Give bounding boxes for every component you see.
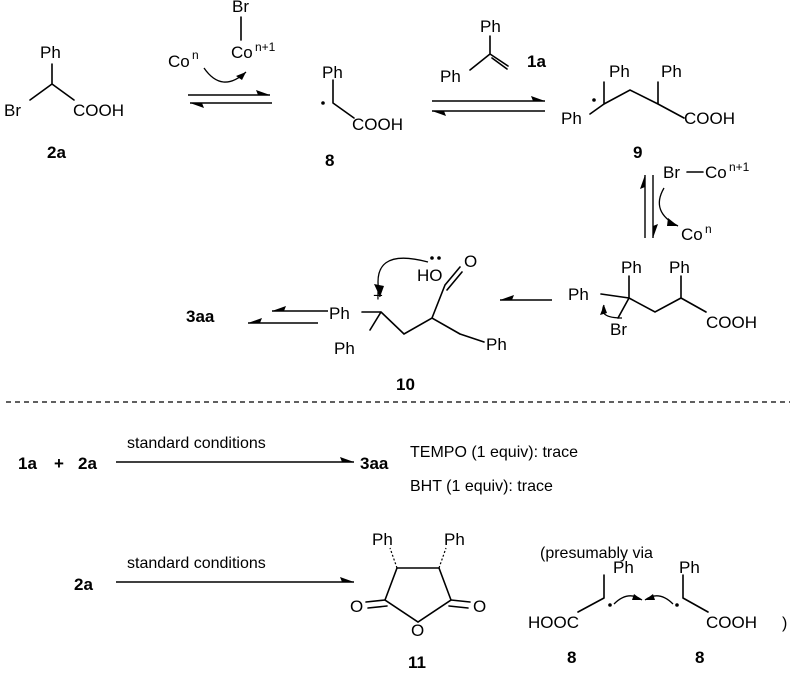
compound-number-8: 8 xyxy=(567,648,576,667)
co-label: Co xyxy=(168,52,190,71)
compound-number-11: 11 xyxy=(408,653,426,672)
product-3aa: 3aa xyxy=(360,454,389,473)
compound-number-8: 8 xyxy=(695,648,704,667)
ph-label: Ph xyxy=(486,335,507,354)
compound-number-9: 9 xyxy=(633,143,642,162)
compound-1a: Ph Ph 1a xyxy=(440,17,546,86)
ph-label: Ph xyxy=(444,530,465,549)
carbonyl-oxygen-label: O xyxy=(350,597,363,616)
plus-sign: + xyxy=(54,454,64,473)
co-label: Co xyxy=(705,163,727,182)
arrow-bromide-to-10 xyxy=(500,295,552,301)
compound-11-anhydride: Ph Ph O O O 11 xyxy=(350,530,486,672)
ph-label: Ph xyxy=(40,43,61,62)
cooh-label: COOH xyxy=(684,109,735,128)
cobalt-reduction: Br Co n+1 Co n xyxy=(658,160,750,244)
compound-number-1a: 1a xyxy=(527,52,546,71)
cooh-label: COOH xyxy=(706,613,757,632)
cobalt-oxidation: Co n Br Co n+1 xyxy=(168,0,276,83)
reactant-1a: 1a xyxy=(18,454,37,473)
br-label: Br xyxy=(232,0,249,16)
co-oxidation-state-n: n xyxy=(192,48,199,62)
compound-8-radical: Ph COOH 8 xyxy=(321,63,403,170)
ph-label: Ph xyxy=(480,17,501,36)
ph-label: Ph xyxy=(609,62,630,81)
cooh-label: COOH xyxy=(706,313,757,332)
co-label: Co xyxy=(681,225,703,244)
reactant-2a: 2a xyxy=(78,454,97,473)
ph-label: Ph xyxy=(329,304,350,323)
equilibrium-9-bromide xyxy=(640,175,658,238)
presumption-note-close: ) xyxy=(782,615,787,632)
ph-label: Ph xyxy=(679,558,700,577)
compound-number-2a: 2a xyxy=(47,143,66,162)
presumption-note: (presumably via xyxy=(540,545,653,562)
equilibrium-8-9 xyxy=(432,96,545,116)
co-label: Co xyxy=(231,43,253,62)
ph-label: Ph xyxy=(372,530,393,549)
ph-label: Ph xyxy=(661,62,682,81)
bht-result: BHT (1 equiv): trace xyxy=(410,478,553,495)
tempo-result: TEMPO (1 equiv): trace xyxy=(410,444,578,461)
reactant-2a: 2a xyxy=(74,575,93,594)
control-experiment-dimerization: 2a standard conditions xyxy=(74,555,354,594)
co-oxidation-state-n: n xyxy=(705,222,712,236)
ph-label: Ph xyxy=(561,109,582,128)
arrow-10-to-3aa: 3aa xyxy=(186,306,328,326)
control-experiment-radical-scavenger: 1a + 2a standard conditions 3aa TEMPO (1… xyxy=(18,435,578,495)
co-oxidation-state-n1: n+1 xyxy=(255,40,276,54)
bromide-intermediate: Ph Ph Ph Br COOH xyxy=(568,258,757,339)
ring-oxygen-label: O xyxy=(411,621,424,640)
equilibrium-2a-8 xyxy=(188,90,272,108)
br-label: Br xyxy=(610,320,627,339)
compound-number-3aa: 3aa xyxy=(186,307,215,326)
hydroxyl-label: HO xyxy=(417,266,443,285)
carbonyl-oxygen-label: O xyxy=(464,252,477,271)
ph-label: Ph xyxy=(568,285,589,304)
br-label: Br xyxy=(663,163,680,182)
presumed-radical-coupling: (presumably via Ph Ph HOOC COOH ) 8 8 xyxy=(528,545,787,667)
cooh-label: COOH xyxy=(352,115,403,134)
compound-number-10: 10 xyxy=(396,375,415,394)
ph-label: Ph xyxy=(621,258,642,277)
br-label: Br xyxy=(4,101,21,120)
ph-label: Ph xyxy=(440,67,461,86)
compound-10-carbocation: Ph + Ph Ph HO O 10 xyxy=(329,252,507,394)
ph-label: Ph xyxy=(334,339,355,358)
carbocation-charge: + xyxy=(373,286,383,305)
compound-9-radical: Ph Ph Ph COOH 9 xyxy=(561,62,735,162)
ph-label: Ph xyxy=(613,558,634,577)
compound-number-8: 8 xyxy=(325,151,334,170)
reaction-condition: standard conditions xyxy=(127,555,266,572)
hooc-label: HOOC xyxy=(528,613,579,632)
reaction-condition: standard conditions xyxy=(127,435,266,452)
ph-label: Ph xyxy=(322,63,343,82)
cooh-label: COOH xyxy=(73,101,124,120)
ph-label: Ph xyxy=(669,258,690,277)
compound-2a: Ph Br COOH 2a xyxy=(4,43,124,162)
carbonyl-oxygen-label: O xyxy=(473,597,486,616)
co-oxidation-state-n1: n+1 xyxy=(729,160,750,174)
